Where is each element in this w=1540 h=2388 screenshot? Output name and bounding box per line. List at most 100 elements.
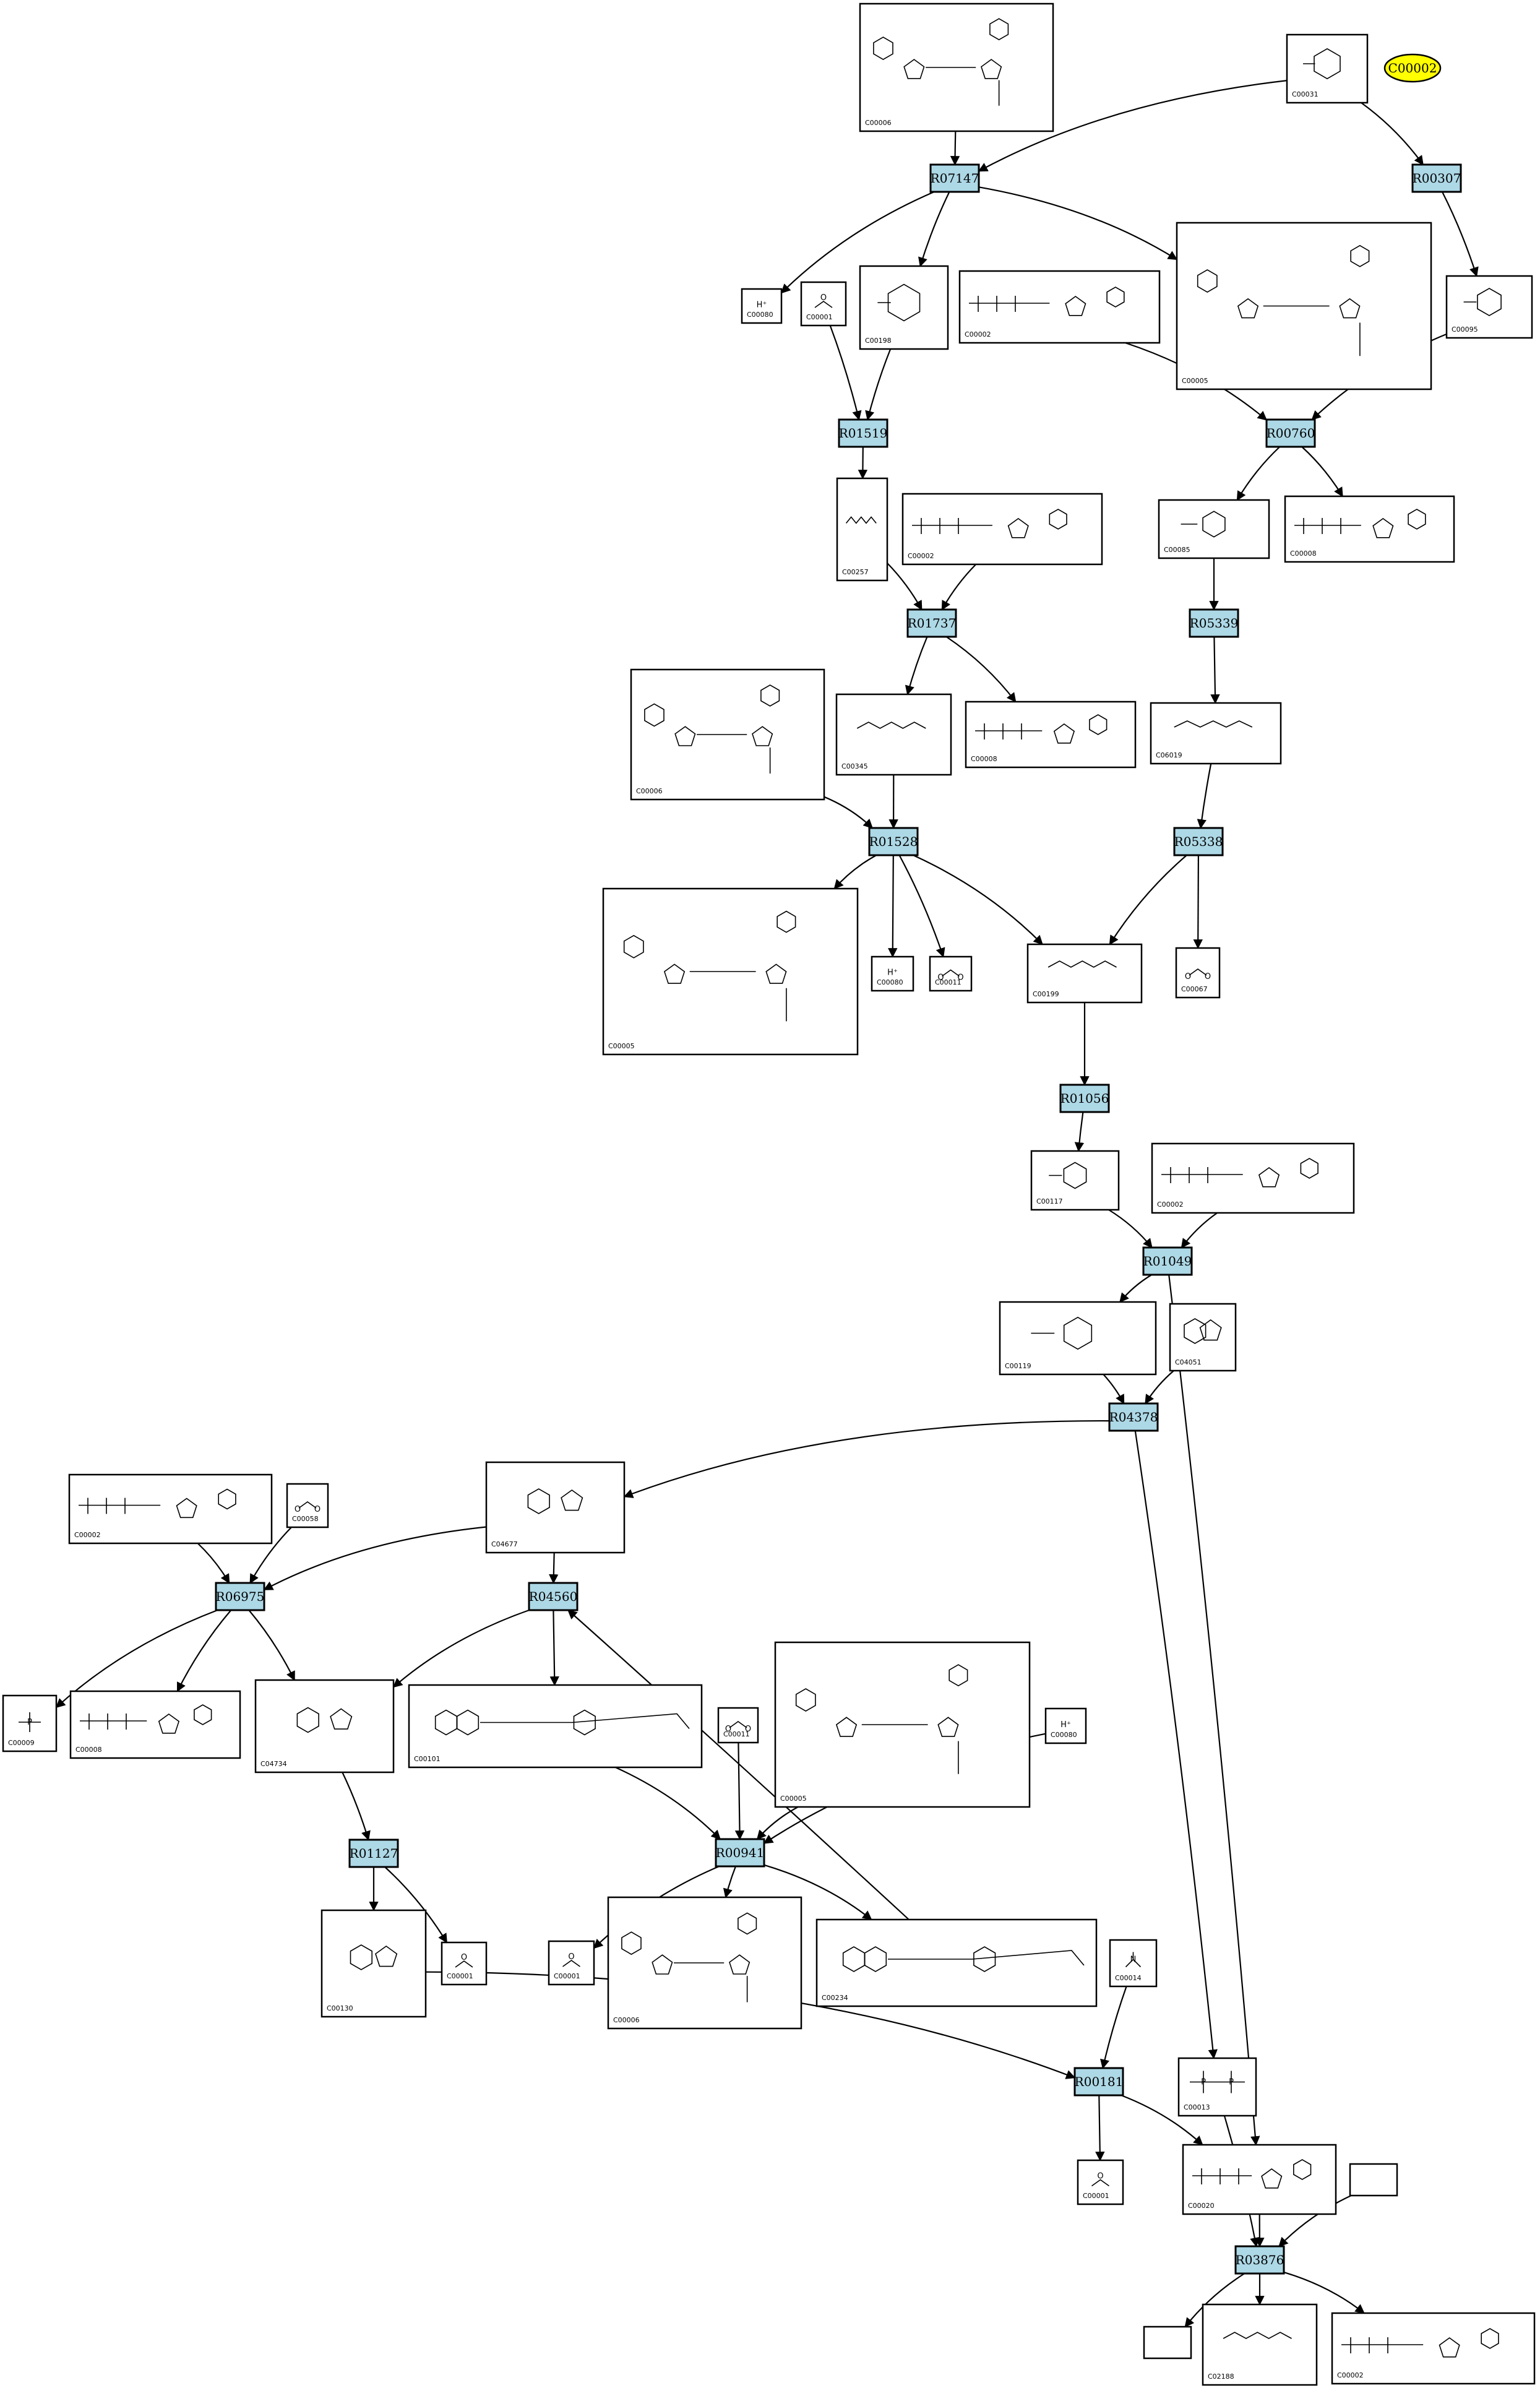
compound-box[interactable]: [1151, 1142, 1355, 1214]
reaction-r03876[interactable]: R03876: [1234, 2245, 1285, 2275]
compound-box[interactable]: [485, 1461, 626, 1554]
compound-c00002[interactable]: C00002: [958, 270, 1161, 344]
compound-box[interactable]: [1284, 495, 1455, 563]
compound-c00117[interactable]: C00117: [1030, 1150, 1120, 1211]
reaction-box[interactable]: [715, 1838, 765, 1868]
compound-box[interactable]: [815, 1918, 1098, 2007]
compound-box[interactable]: [1182, 2144, 1337, 2215]
compound-box[interactable]: [1109, 1939, 1158, 1988]
compound-box[interactable]: [254, 1679, 395, 1774]
reaction-box[interactable]: [1265, 418, 1316, 448]
compound-c00095[interactable]: C00095: [1445, 275, 1533, 339]
compound-c00101[interactable]: C00101: [408, 1684, 703, 1769]
reaction-box[interactable]: [906, 608, 957, 638]
compound-c00002[interactable]: C00002: [68, 1473, 273, 1545]
compound-c00006[interactable]: C00006: [859, 2, 1054, 132]
compound-c00002[interactable]: C00002: [901, 493, 1103, 566]
compound-box[interactable]: [965, 700, 1137, 769]
reaction-r05338[interactable]: R05338: [1173, 827, 1224, 856]
reaction-box[interactable]: [929, 163, 980, 193]
compound-c00006[interactable]: C00006: [607, 1896, 802, 2030]
reaction-r01519[interactable]: R01519: [838, 418, 888, 448]
compound-box[interactable]: [69, 1690, 241, 1759]
compound-box[interactable]: [741, 288, 783, 324]
compound-box[interactable]: [1177, 2057, 1257, 2117]
compound-c00008[interactable]: C00008: [1284, 495, 1455, 563]
compound-box[interactable]: [607, 1896, 802, 2030]
reaction-r01056[interactable]: R01056: [1059, 1084, 1110, 1113]
reaction-r01049[interactable]: R01049: [1142, 1246, 1193, 1276]
compound-box[interactable]: [859, 265, 949, 350]
reaction-box[interactable]: [1189, 608, 1239, 638]
reaction-box[interactable]: [1108, 1402, 1159, 1432]
compound-box[interactable]: [1175, 947, 1221, 999]
reaction-r04560[interactable]: R04560: [528, 1582, 579, 1611]
compound-c00198[interactable]: C00198: [859, 265, 949, 350]
compound-c00008[interactable]: C00008: [965, 700, 1137, 769]
compound-box[interactable]: [1445, 275, 1533, 339]
compound-box[interactable]: [717, 1707, 759, 1744]
reaction-r00760[interactable]: R00760: [1265, 418, 1316, 448]
reaction-r07147[interactable]: R07147: [929, 163, 980, 193]
reaction-box[interactable]: [348, 1838, 399, 1868]
compound-box[interactable]: [1158, 499, 1270, 559]
compound-box[interactable]: [548, 1940, 595, 1986]
compound-c00008[interactable]: C00008: [69, 1690, 241, 1759]
compound-box[interactable]: [1331, 2312, 1536, 2385]
compound-box[interactable]: [408, 1684, 703, 1769]
compound-c00006[interactable]: C00006: [630, 668, 825, 801]
reaction-box[interactable]: [1142, 1246, 1193, 1276]
compound-c00085[interactable]: C00085: [1158, 499, 1270, 559]
compound-c02188[interactable]: C02188: [1202, 2303, 1318, 2386]
compound-c04677[interactable]: C04677: [485, 1461, 626, 1554]
compound-c00257[interactable]: C00257: [836, 477, 888, 582]
compound-c04051[interactable]: C04051: [1169, 1303, 1237, 1372]
compound-c06019[interactable]: C06019: [1150, 702, 1282, 765]
reaction-box[interactable]: [868, 827, 919, 856]
compound-c00080[interactable]: H⁺C00080: [1044, 1707, 1087, 1744]
compound-box[interactable]: [836, 477, 888, 582]
compound-box[interactable]: [286, 1483, 329, 1528]
compound-box[interactable]: [800, 281, 847, 327]
compound-box[interactable]: [1030, 1150, 1120, 1211]
compound-c00345[interactable]: C00345: [835, 693, 952, 776]
compound-c00002[interactable]: C00002: [1151, 1142, 1355, 1214]
compound-box[interactable]: [1044, 1707, 1087, 1744]
reaction-r01528[interactable]: R01528: [868, 827, 919, 856]
compound-c00130[interactable]: C00130: [320, 1909, 427, 2018]
compound-c00005[interactable]: C00005: [1176, 222, 1432, 390]
compound-c04734[interactable]: C04734: [254, 1679, 395, 1774]
reaction-box[interactable]: [1173, 827, 1224, 856]
reaction-box[interactable]: [528, 1582, 579, 1611]
highlight-marker[interactable]: C00002: [1383, 53, 1442, 83]
compound-box[interactable]: [958, 270, 1161, 344]
compound-c00234[interactable]: C00234: [815, 1918, 1098, 2007]
reaction-box[interactable]: [1411, 163, 1462, 193]
compound-c00119[interactable]: C00119: [999, 1301, 1157, 1376]
reaction-r00181[interactable]: R00181: [1073, 2067, 1124, 2097]
compound-box[interactable]: [999, 1301, 1157, 1376]
reaction-r01127[interactable]: R01127: [348, 1838, 399, 1868]
compound-box[interactable]: [1143, 2325, 1192, 2360]
compound-box[interactable]: [871, 955, 914, 992]
reaction-r01737[interactable]: R01737: [906, 608, 957, 638]
compound-box[interactable]: [1026, 943, 1143, 1004]
compound-c00199[interactable]: C00199: [1026, 943, 1143, 1004]
compound-c00080[interactable]: H⁺C00080: [741, 288, 783, 324]
reaction-r05339[interactable]: R05339: [1189, 608, 1239, 638]
compound-box[interactable]: [441, 1941, 488, 1986]
highlight-ellipse[interactable]: [1383, 53, 1442, 83]
reaction-r00307[interactable]: R00307: [1411, 163, 1462, 193]
reaction-box[interactable]: [1234, 2245, 1285, 2275]
reaction-box[interactable]: [215, 1582, 265, 1611]
compound-c00002[interactable]: C00002: [1331, 2312, 1536, 2385]
compound-box[interactable]: [68, 1473, 273, 1545]
compound-box[interactable]: [320, 1909, 427, 2018]
